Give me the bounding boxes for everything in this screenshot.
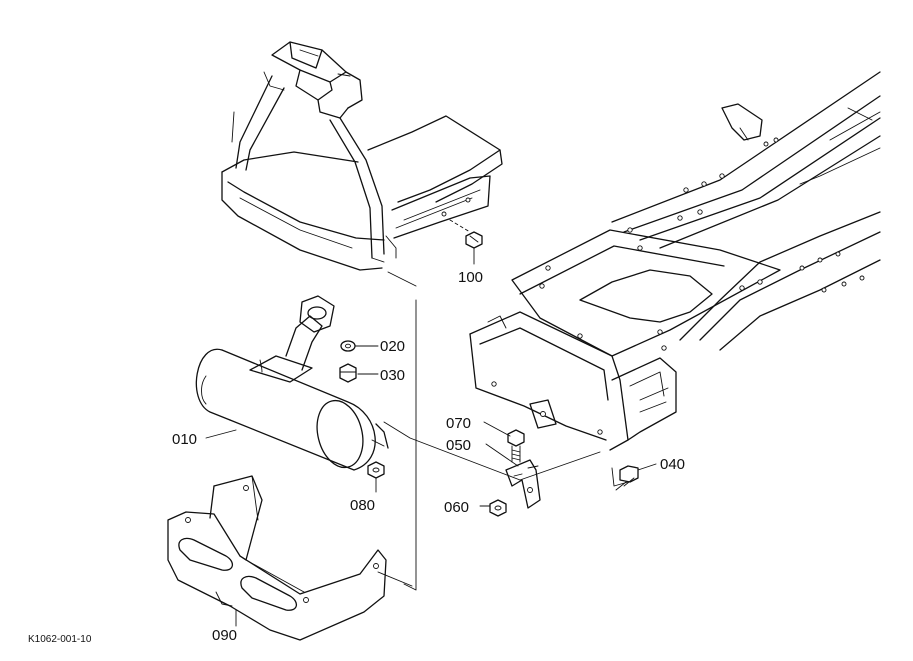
part-050-bracket: [505, 459, 541, 509]
callout-050: 050: [446, 437, 471, 454]
part-010-muffler: [195, 295, 389, 471]
callout-070: 070: [446, 415, 471, 432]
callout-080: 080: [350, 497, 375, 514]
assembly-guide-lines: [377, 271, 629, 591]
part-080-nut: [367, 461, 385, 479]
callout-010: 010: [172, 431, 197, 448]
front-frame-assembly: [221, 41, 503, 271]
reference-code: K1062-001-10: [28, 634, 92, 645]
part-060-nut: [489, 499, 507, 517]
part-030-nut: [339, 363, 369, 383]
part-040-bolt: [615, 465, 639, 491]
callout-labels: 100 020 030 010 080 070 050 060 040 090 …: [28, 269, 685, 645]
callout-040: 040: [660, 456, 685, 473]
leader-lines: [205, 247, 657, 627]
callout-060: 060: [444, 499, 469, 516]
part-100-bolt: [465, 231, 483, 249]
part-090-muffler-cover: [167, 475, 387, 641]
callout-090: 090: [212, 627, 237, 644]
callout-020: 020: [380, 338, 405, 355]
callout-030: 030: [380, 367, 405, 384]
chassis-frame: [469, 71, 881, 451]
callout-100: 100: [458, 269, 483, 286]
part-070-bolt: [507, 429, 525, 463]
